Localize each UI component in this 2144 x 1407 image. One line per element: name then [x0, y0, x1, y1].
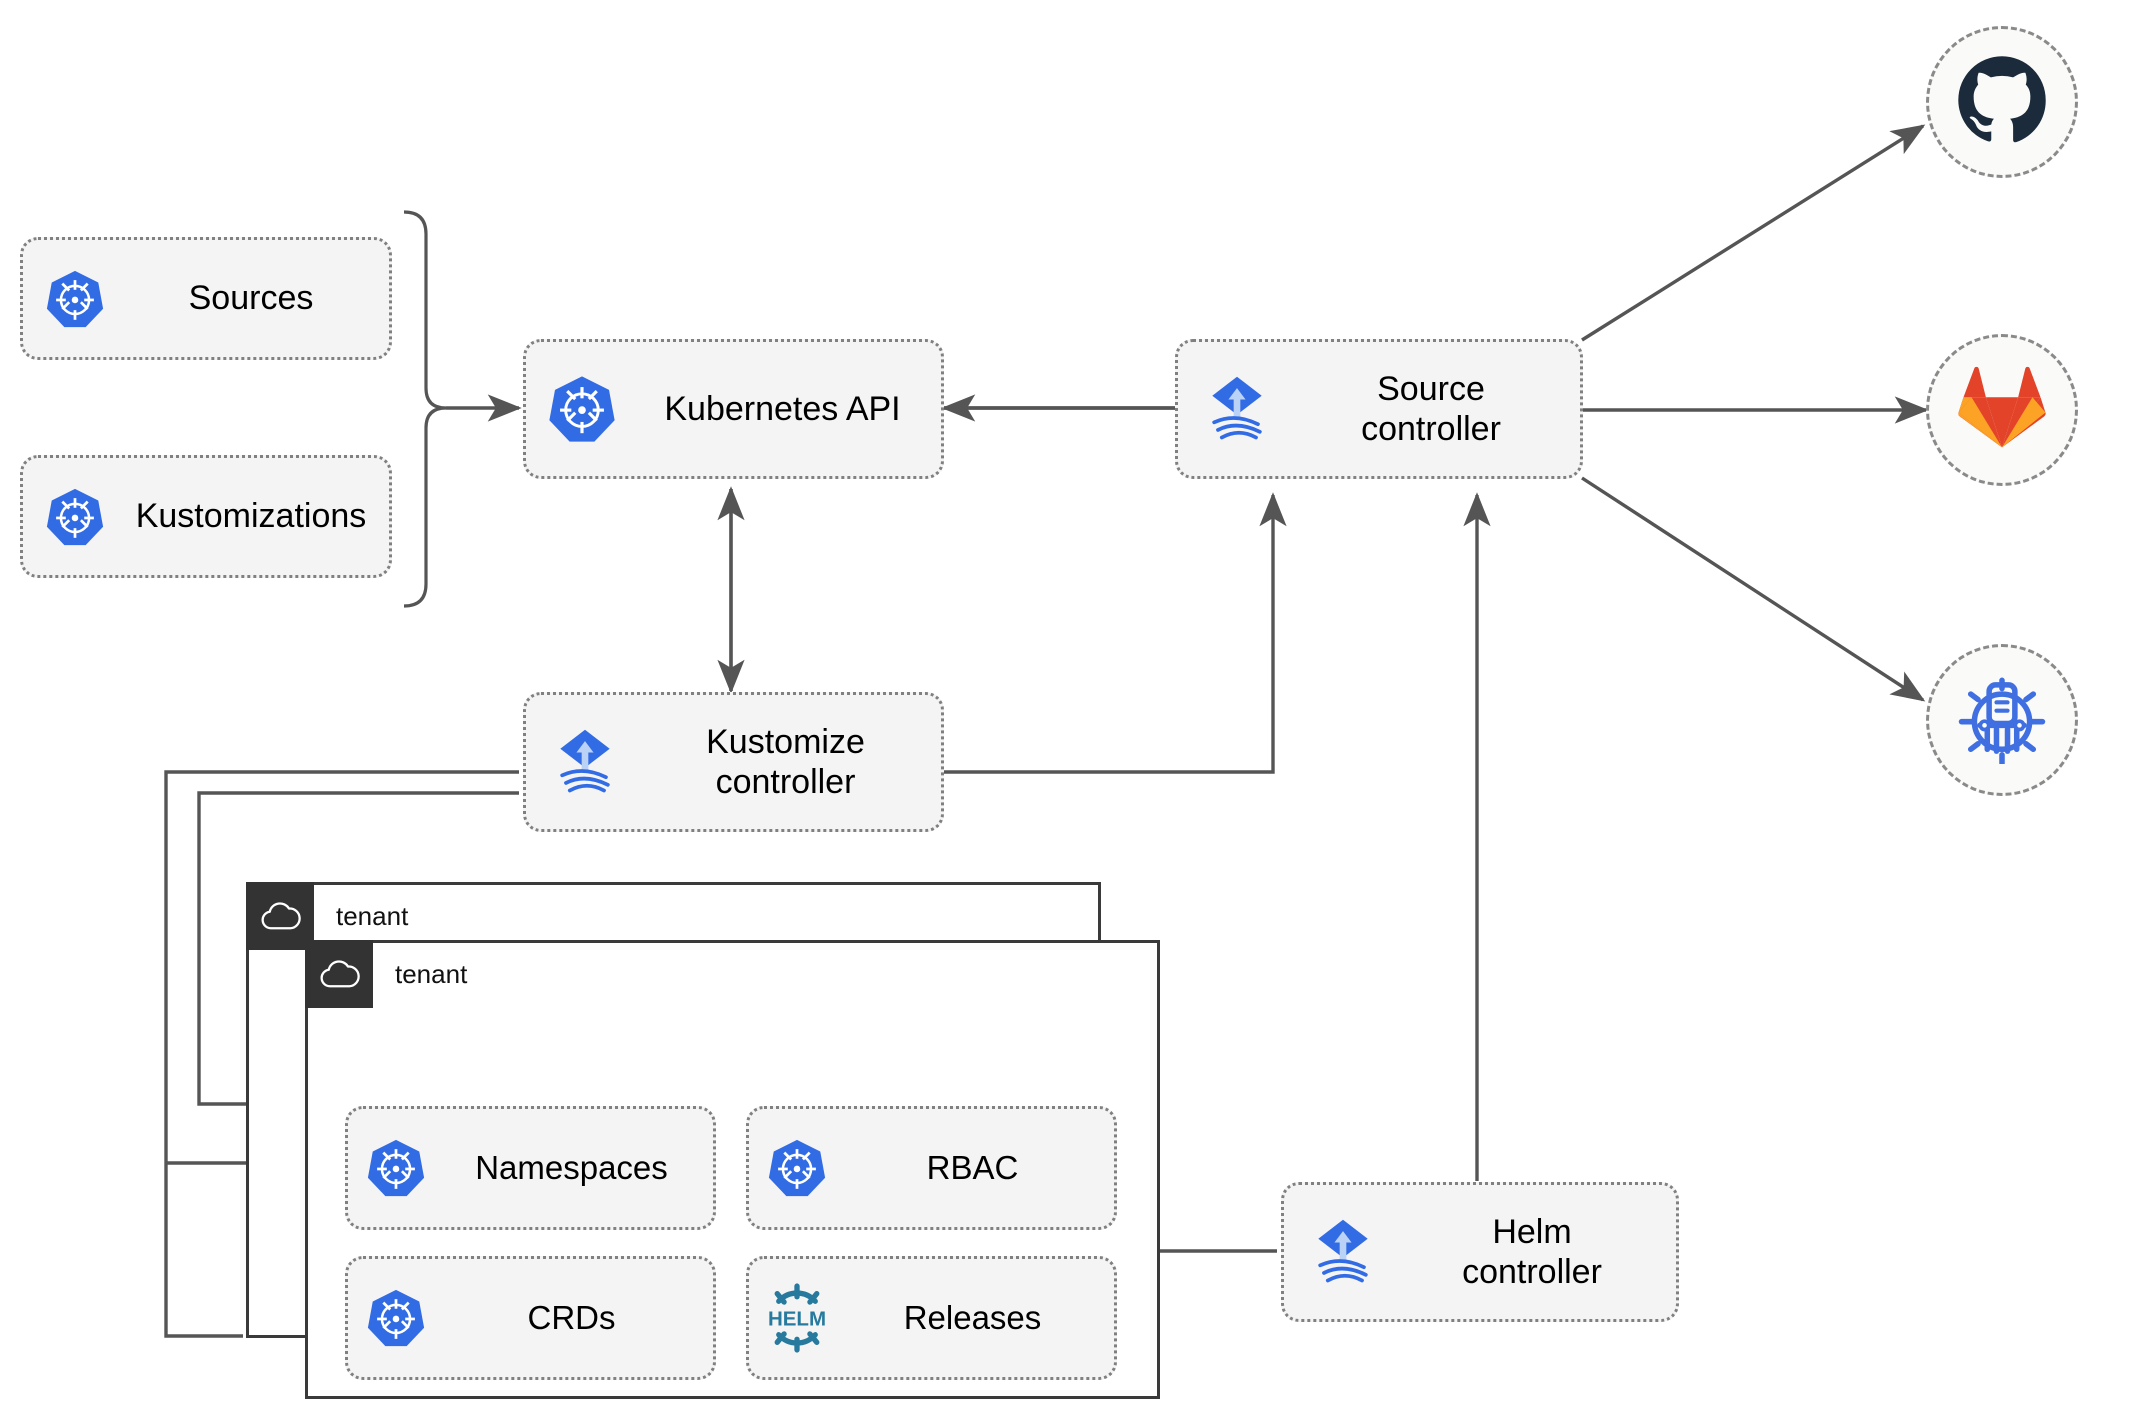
github-icon: [1956, 54, 2048, 151]
cloud-icon: [305, 940, 373, 1008]
wire-kustomize-to-source: [944, 492, 1287, 774]
wire-source-to-bucket: [1581, 476, 1926, 702]
tenant-header: tenant: [246, 882, 408, 950]
node-label: Helm controller: [1462, 1212, 1602, 1291]
node-label: Releases: [903, 1298, 1042, 1336]
kubernetes-icon: [348, 1287, 444, 1349]
tenant-header: tenant: [305, 940, 467, 1008]
bucket-icon: [1956, 672, 2048, 769]
kubernetes-icon: [348, 1137, 444, 1199]
node-sources[interactable]: Sources: [20, 237, 392, 360]
cloud-icon: [246, 882, 314, 950]
node-label: CRDs: [527, 1298, 616, 1336]
flux-icon: [1178, 371, 1296, 447]
provider-gitlab[interactable]: [1926, 334, 2078, 486]
gitlab-icon: [1957, 365, 2047, 456]
svg-text:HELM: HELM: [768, 1308, 826, 1331]
node-rbac[interactable]: RBAC: [746, 1106, 1117, 1230]
flux-icon: [1284, 1214, 1402, 1290]
flux-icon: [526, 724, 644, 800]
node-helm-controller[interactable]: Helm controller: [1281, 1182, 1679, 1322]
node-kustomizations[interactable]: Kustomizations: [20, 455, 392, 578]
node-label: Source controller: [1361, 369, 1501, 448]
node-label: Namespaces: [475, 1148, 668, 1186]
kubernetes-icon: [23, 486, 127, 548]
brace-path: [403, 210, 447, 608]
kubernetes-icon: [23, 268, 127, 330]
node-namespaces[interactable]: Namespaces: [345, 1106, 716, 1230]
node-label: Sources: [188, 279, 314, 318]
tenant-label: tenant: [336, 900, 409, 931]
node-label: RBAC: [926, 1148, 1019, 1186]
provider-github[interactable]: [1926, 26, 2078, 178]
tenant-label: tenant: [395, 958, 468, 989]
node-label: Kustomize controller: [706, 722, 865, 801]
tenant-resource-grid: Namespaces: [345, 1106, 1117, 1380]
wire-source-to-github: [1581, 124, 1926, 342]
node-kubernetes-api[interactable]: Kubernetes API: [523, 339, 944, 479]
tenant-box-inner[interactable]: tenant: [305, 940, 1160, 1399]
node-releases[interactable]: HELM Releases: [746, 1256, 1117, 1380]
node-label: Kubernetes API: [664, 389, 901, 428]
kubernetes-icon: [526, 373, 638, 445]
kubernetes-icon: [749, 1137, 845, 1199]
provider-bucket[interactable]: [1926, 644, 2078, 796]
node-crds[interactable]: CRDs: [345, 1256, 716, 1380]
node-source-controller[interactable]: Source controller: [1175, 339, 1583, 479]
node-kustomize-controller[interactable]: Kustomize controller: [523, 692, 944, 832]
helm-icon: HELM: [749, 1280, 845, 1356]
node-label: Kustomizations: [135, 497, 367, 536]
